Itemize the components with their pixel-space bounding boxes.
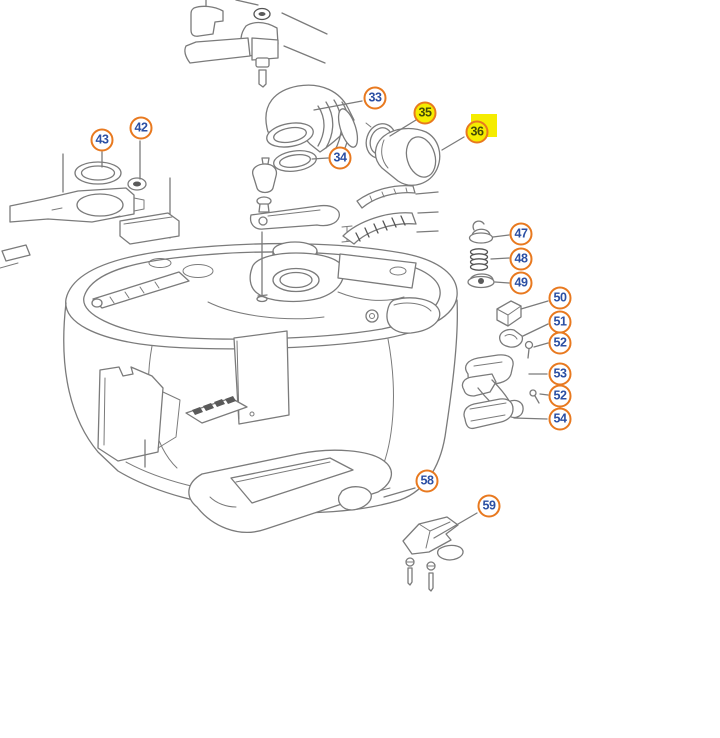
callout-50[interactable]: 50 — [548, 286, 572, 310]
part-47-cap — [468, 220, 494, 244]
callout-51[interactable]: 51 — [548, 310, 572, 334]
part-48-spring — [469, 248, 489, 271]
part-51-clip — [499, 328, 524, 348]
part-52b-screw — [529, 389, 540, 404]
part-vent-button — [252, 157, 278, 213]
callout-48[interactable]: 48 — [509, 247, 533, 271]
callout-58[interactable]: 58 — [415, 469, 439, 493]
part-diagonal-strip — [0, 244, 190, 309]
part-flush-mechanism — [184, 0, 328, 88]
callout-54[interactable]: 54 — [548, 407, 572, 431]
part-49-grommet — [467, 273, 495, 289]
part-33-elbow-spout — [265, 84, 359, 155]
part-43-seal-and-slider — [9, 153, 180, 245]
part-58-base-plate — [188, 449, 392, 533]
callout-49[interactable]: 49 — [509, 271, 533, 295]
callout-42[interactable]: 42 — [129, 116, 153, 140]
callout-53[interactable]: 53 — [548, 362, 572, 386]
leader-lines — [101, 100, 549, 539]
part-54-sleeve — [463, 398, 514, 430]
callout-34[interactable]: 34 — [328, 146, 352, 170]
callout-35[interactable]: 35 — [413, 101, 437, 125]
part-flap-plate — [97, 366, 181, 468]
part-59-bracket — [402, 516, 464, 592]
part-toothed-strip — [185, 396, 255, 424]
part-lever-arm — [249, 204, 353, 297]
callout-52[interactable]: 52 — [548, 331, 572, 355]
callout-33[interactable]: 33 — [363, 86, 387, 110]
callout-52-b[interactable]: 52 — [548, 384, 572, 408]
callout-47[interactable]: 47 — [509, 222, 533, 246]
part-34-lip-seal — [273, 150, 317, 172]
part-52a-screw — [524, 340, 534, 359]
part-spring-strips — [342, 184, 439, 245]
part-50-bracket — [496, 300, 522, 327]
callout-43[interactable]: 43 — [90, 128, 114, 152]
callout-36[interactable]: 36 — [465, 120, 489, 144]
part-36-spout-cap — [374, 127, 441, 186]
callout-59[interactable]: 59 — [477, 494, 501, 518]
part-42-grommet — [127, 177, 147, 191]
